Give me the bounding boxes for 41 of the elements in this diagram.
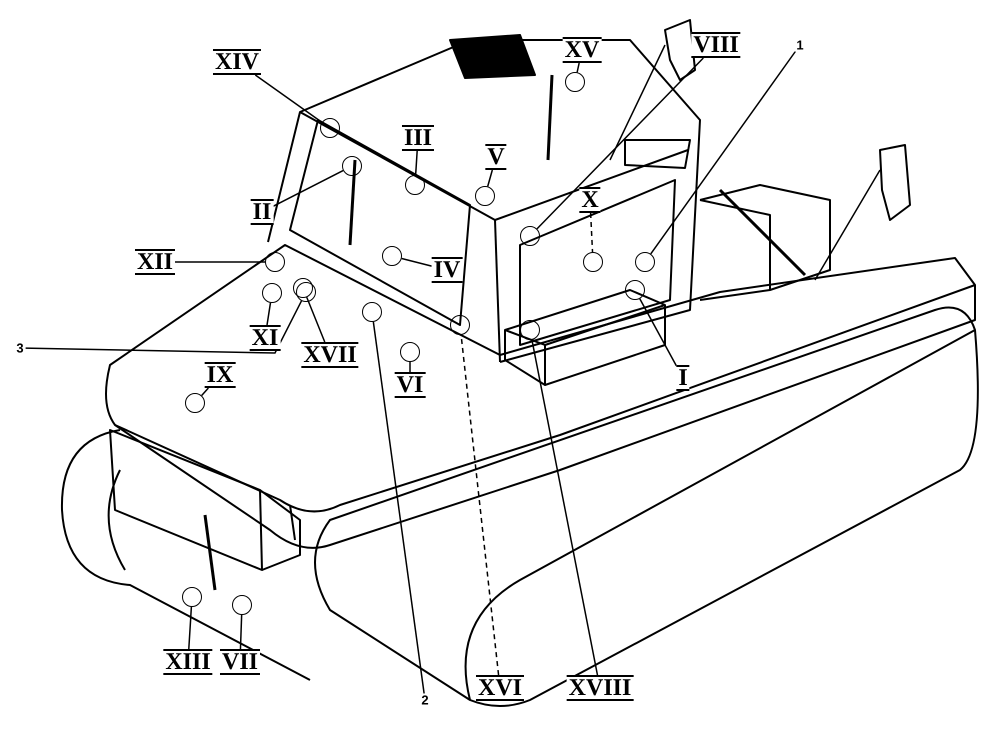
leader-line [201,388,209,396]
leader-line [531,340,598,676]
leader-line [240,614,242,650]
callout-number: VI [394,372,426,398]
callout-number: XVIII [566,675,634,701]
leader-line [414,150,418,176]
leader-line [26,300,302,354]
leader-line [273,170,344,207]
callout-number: 3 [14,342,26,354]
callout-number: XIV [213,49,261,75]
leader-line [254,74,322,123]
callout-number: 2 [419,694,431,706]
leader-line [536,57,704,230]
callout-number: X [579,187,601,213]
leader-line [639,298,677,366]
leader-line [306,297,326,342]
callout-number: XVI [476,675,524,701]
leader-line [188,606,192,650]
callout-number: XII [135,249,175,275]
callout-number: I [676,365,690,391]
callout-number: VII [220,649,260,675]
leader-line [487,170,494,187]
callout-number: VIII [691,32,741,58]
callout-number: XI [250,325,280,351]
leader-line [576,62,580,72]
leader-line [372,322,425,694]
leader-line [590,212,594,252]
callout-number: III [402,125,434,151]
leader-line [266,302,272,326]
leader-line [175,261,265,263]
callout-number: IV [432,257,462,283]
callout-number: V [485,144,507,170]
callout-number: XVII [301,342,359,368]
leader-line [402,258,432,267]
leader-line [650,51,796,254]
callout-number: XIII [163,649,213,675]
callout-number: 1 [794,38,806,52]
callout-number: II [250,199,274,225]
callout-number: IX [204,362,236,388]
leader-line [409,362,411,372]
callout-number: XV [562,37,602,63]
